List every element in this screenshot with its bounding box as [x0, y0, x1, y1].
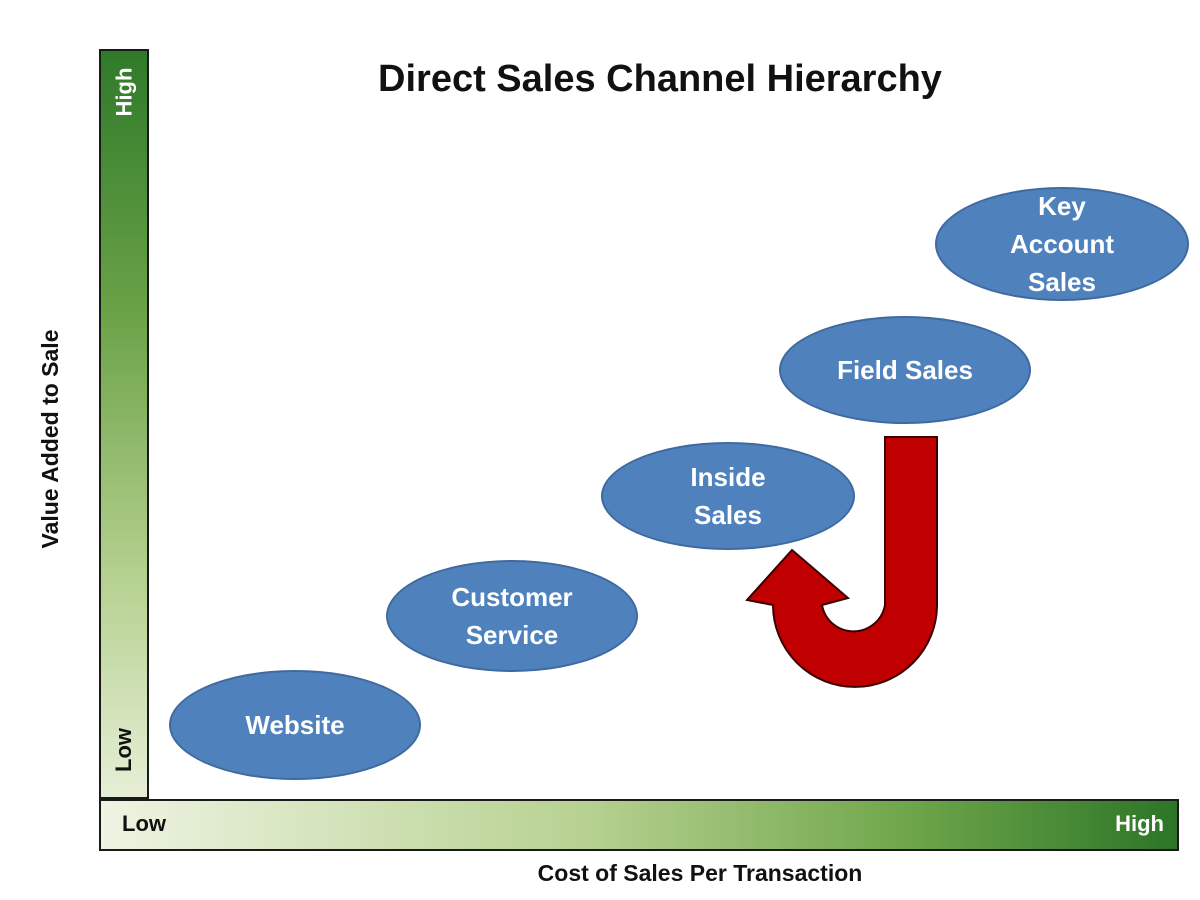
x-axis-high-label: High: [1115, 811, 1164, 836]
u-turn-arrow-shape: [745, 436, 938, 688]
node-field-sales-label: Field Sales: [837, 355, 973, 385]
node-key-account-sales: Key Account Sales: [935, 187, 1189, 301]
node-website: Website: [169, 670, 421, 780]
node-customer-service-label: Customer Service: [451, 582, 573, 650]
node-inside-sales: Inside Sales: [601, 442, 855, 550]
x-axis-gradient-bar: [99, 799, 1179, 851]
x-axis-title: Cost of Sales Per Transaction: [537, 860, 863, 886]
node-website-label: Website: [245, 710, 345, 740]
diagram-title: Direct Sales Channel Hierarchy: [378, 58, 942, 100]
node-field-sales: Field Sales: [779, 316, 1031, 424]
node-customer-service: Customer Service: [386, 560, 638, 672]
x-axis-low-label: Low: [122, 811, 166, 836]
node-inside-sales-label: Inside Sales: [690, 462, 766, 530]
y-axis-gradient-bar: [99, 49, 149, 799]
node-key-account-sales-label: Key Account Sales: [1010, 191, 1114, 297]
